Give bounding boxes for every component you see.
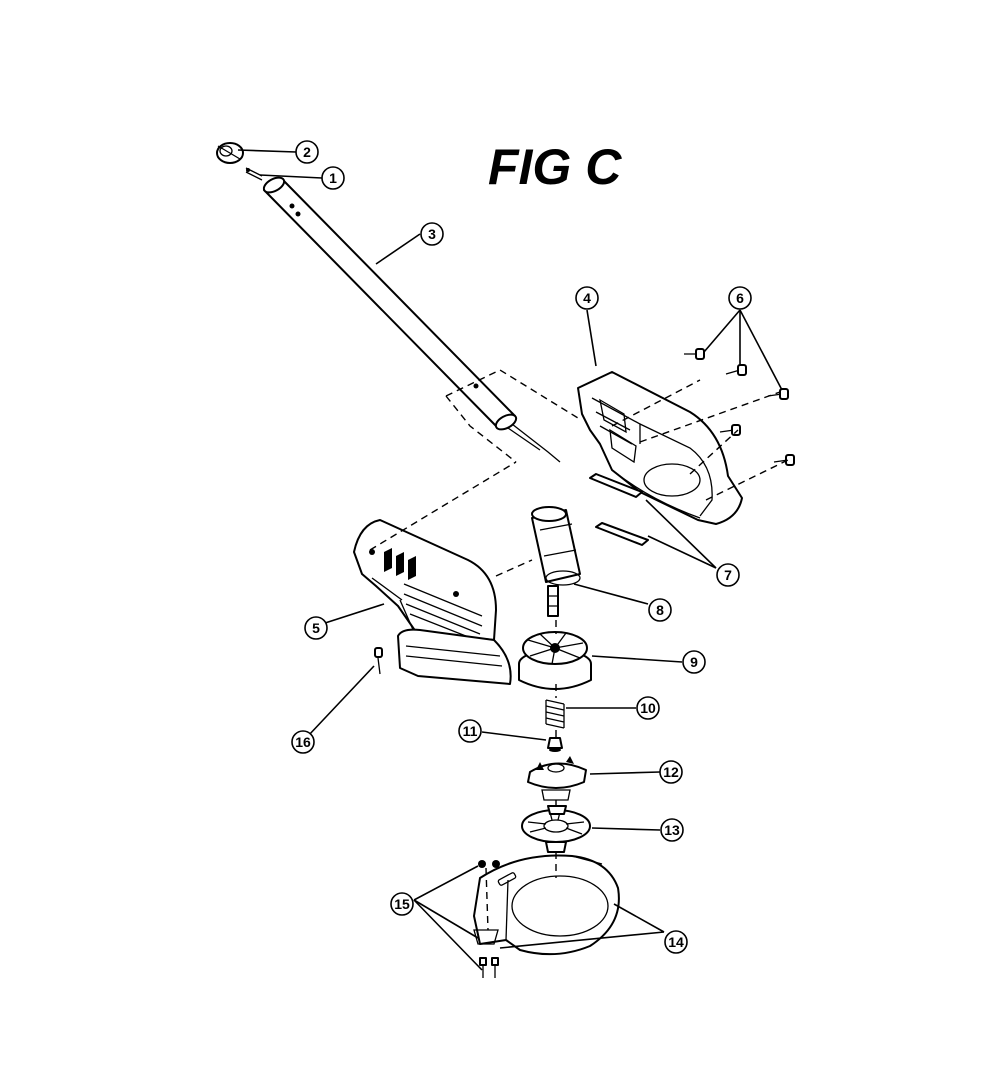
- part-14-guard: [473, 854, 620, 956]
- callout-10: 10: [636, 696, 660, 720]
- svg-text:10: 10: [640, 700, 656, 716]
- svg-text:4: 4: [583, 290, 591, 306]
- callout-14: 14: [664, 930, 688, 954]
- part-16-screw: [374, 647, 383, 675]
- svg-text:7: 7: [724, 567, 732, 583]
- callout-3: 3: [420, 222, 444, 246]
- svg-text:12: 12: [663, 764, 679, 780]
- part-5-cover: [353, 519, 512, 685]
- callout-12: 12: [659, 760, 683, 784]
- figure-title: FIG C: [488, 139, 622, 195]
- svg-text:1: 1: [329, 170, 337, 186]
- svg-text:11: 11: [463, 723, 478, 739]
- part-6-screws: [684, 348, 795, 466]
- svg-text:2: 2: [303, 144, 311, 160]
- part-8-motor: [531, 506, 581, 617]
- part-13-spool: [521, 805, 591, 853]
- svg-text:5: 5: [312, 620, 320, 636]
- svg-text:8: 8: [656, 602, 664, 618]
- svg-text:16: 16: [295, 734, 311, 750]
- svg-text:15: 15: [394, 896, 410, 912]
- svg-text:3: 3: [428, 226, 436, 242]
- part-1-cord: [245, 167, 263, 181]
- part-11-bolt: [547, 737, 563, 752]
- callout-13: 13: [660, 818, 684, 842]
- callout-11: 11: [458, 719, 482, 743]
- callout-2: 2: [295, 140, 319, 164]
- callout-8: 8: [648, 598, 672, 622]
- svg-text:9: 9: [690, 654, 698, 670]
- callout-7: 7: [716, 563, 740, 587]
- part-3-shaft: [262, 176, 561, 463]
- part-9-fan: [518, 631, 592, 690]
- svg-text:6: 6: [736, 290, 744, 306]
- callout-9: 9: [682, 650, 706, 674]
- callout-15: 15: [390, 892, 414, 916]
- part-2-knob: [216, 142, 244, 164]
- svg-text:13: 13: [664, 822, 680, 838]
- part-7-strips: [589, 473, 649, 546]
- assembly-lines: [369, 369, 789, 931]
- part-12-cap: [527, 756, 587, 801]
- part-10-spring: [545, 699, 565, 729]
- part-4-housing: [577, 371, 743, 525]
- svg-text:14: 14: [668, 934, 684, 950]
- callout-5: 5: [304, 616, 328, 640]
- callout-16: 16: [291, 730, 315, 754]
- leader-lines: [237, 149, 783, 971]
- callout-6: 6: [728, 286, 752, 310]
- callout-4: 4: [575, 286, 599, 310]
- part-15-fasteners: [473, 860, 500, 978]
- callout-1: 1: [321, 166, 345, 190]
